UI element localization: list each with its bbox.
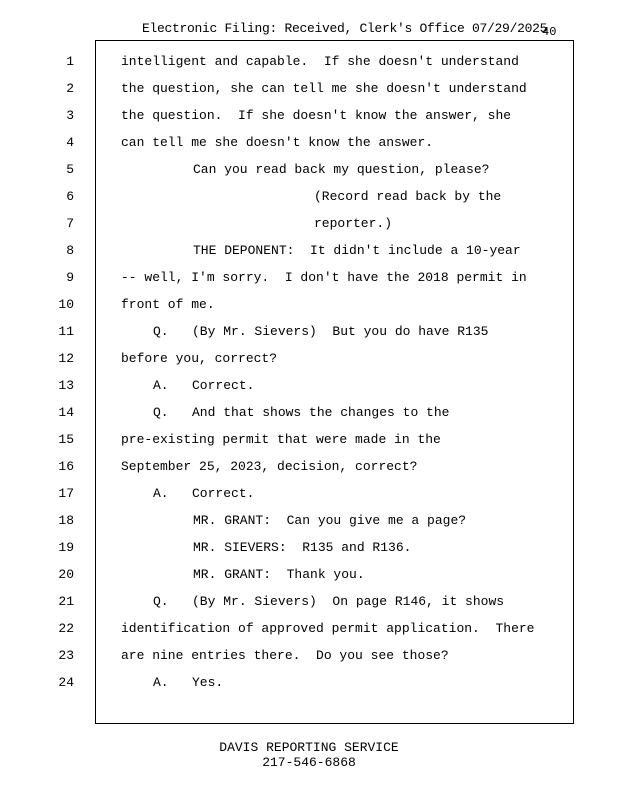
line-text: the question, she can tell me she doesn'… <box>121 81 527 96</box>
line-text: front of me. <box>121 297 215 312</box>
transcript-line: 24 A. Yes. <box>0 675 618 695</box>
transcript-line: 5 Can you read back my question, please? <box>0 162 618 182</box>
line-number: 11 <box>58 324 74 339</box>
transcript-line: 18 MR. GRANT: Can you give me a page? <box>0 513 618 533</box>
transcript-line: 9 -- well, I'm sorry. I don't have the 20… <box>0 270 618 290</box>
line-text: MR. GRANT: Thank you. <box>193 567 365 582</box>
line-text: MR. SIEVERS: R135 and R136. <box>193 540 412 555</box>
line-text: pre-existing permit that were made in th… <box>121 432 441 447</box>
line-text: A. Yes. <box>153 675 224 690</box>
page-number: 40 <box>542 25 557 39</box>
line-number: 14 <box>58 405 74 420</box>
line-text: Can you read back my question, please? <box>193 162 490 177</box>
line-number: 4 <box>66 135 74 150</box>
transcript-line: 23 are nine entries there. Do you see tho… <box>0 648 618 668</box>
line-number: 8 <box>66 243 74 258</box>
line-number: 3 <box>66 108 74 123</box>
line-number: 5 <box>66 162 74 177</box>
line-text: identification of approved permit applic… <box>121 621 535 636</box>
transcript-line: 15 pre-existing permit that were made in … <box>0 432 618 452</box>
line-number: 18 <box>58 513 74 528</box>
transcript-line: 14 Q. And that shows the changes to the <box>0 405 618 425</box>
line-text: MR. GRANT: Can you give me a page? <box>193 513 467 528</box>
transcript-line: 1 intelligent and capable. If she doesn't… <box>0 54 618 74</box>
line-number: 13 <box>58 378 74 393</box>
transcript-line: 19 MR. SIEVERS: R135 and R136. <box>0 540 618 560</box>
line-text: Q. (By Mr. Sievers) On page R146, it sho… <box>153 594 505 609</box>
line-number: 15 <box>58 432 74 447</box>
line-number: 23 <box>58 648 74 663</box>
line-text: intelligent and capable. If she doesn't … <box>121 54 519 69</box>
line-text: Q. And that shows the changes to the <box>153 405 450 420</box>
line-text: Q. (By Mr. Sievers) But you do have R135 <box>153 324 489 339</box>
line-number: 19 <box>58 540 74 555</box>
transcript-line: 13 A. Correct. <box>0 378 618 398</box>
line-text: THE DEPONENT: It didn't include a 10-yea… <box>193 243 521 258</box>
filing-stamp: Electronic Filing: Received, Clerk's Off… <box>142 21 548 36</box>
transcript-line: 11 Q. (By Mr. Sievers) But you do have R1… <box>0 324 618 344</box>
line-number: 2 <box>66 81 74 96</box>
transcript-line: 12 before you, correct? <box>0 351 618 371</box>
transcript-line: 4 can tell me she doesn't know the answer… <box>0 135 618 155</box>
line-text: can tell me she doesn't know the answer. <box>121 135 434 150</box>
line-number: 22 <box>58 621 74 636</box>
line-text: -- well, I'm sorry. I don't have the 201… <box>121 270 527 285</box>
transcript-border <box>95 40 574 724</box>
transcript-line: 3 the question. If she doesn't know the a… <box>0 108 618 128</box>
transcript-line: 22 identification of approved permit appl… <box>0 621 618 641</box>
line-text: (Record read back by the <box>314 189 502 204</box>
line-text: A. Correct. <box>153 486 255 501</box>
line-text: before you, correct? <box>121 351 278 366</box>
transcript-line: 21 Q. (By Mr. Sievers) On page R146, it s… <box>0 594 618 614</box>
line-number: 20 <box>58 567 74 582</box>
transcript-line: 8 THE DEPONENT: It didn't include a 10-ye… <box>0 243 618 263</box>
transcript-line: 16 September 25, 2023, decision, correct? <box>0 459 618 479</box>
line-number: 9 <box>66 270 74 285</box>
reporter-name: DAVIS REPORTING SERVICE <box>219 740 399 755</box>
line-number: 12 <box>58 351 74 366</box>
line-text: September 25, 2023, decision, correct? <box>121 459 418 474</box>
reporter-phone: 217-546-6868 <box>262 755 356 770</box>
line-number: 6 <box>66 189 74 204</box>
line-number: 16 <box>58 459 74 474</box>
line-text: reporter.) <box>314 216 393 231</box>
line-number: 1 <box>66 54 74 69</box>
line-text: the question. If she doesn't know the an… <box>121 108 512 123</box>
line-text: A. Correct. <box>153 378 255 393</box>
transcript-line: 6 (Record read back by the <box>0 189 618 209</box>
transcript-line: 7 reporter.) <box>0 216 618 236</box>
line-number: 7 <box>66 216 74 231</box>
line-text: are nine entries there. Do you see those… <box>121 648 449 663</box>
line-number: 24 <box>58 675 74 690</box>
transcript-line: 2 the question, she can tell me she doesn… <box>0 81 618 101</box>
line-number: 21 <box>58 594 74 609</box>
transcript-line: 10 front of me. <box>0 297 618 317</box>
line-number: 17 <box>58 486 74 501</box>
line-number: 10 <box>58 297 74 312</box>
transcript-line: 17 A. Correct. <box>0 486 618 506</box>
transcript-line: 20 MR. GRANT: Thank you. <box>0 567 618 587</box>
